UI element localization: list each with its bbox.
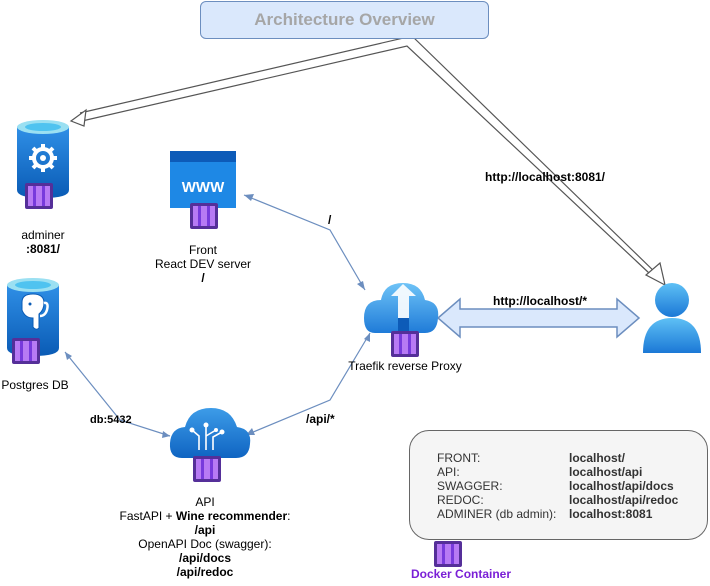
edge-label-traefik-api: /api/* [306,412,335,426]
edge-user-adminer [79,35,661,278]
front-label: Front React DEV server / [148,243,258,285]
edge-label-traefik-front: / [328,213,332,227]
api-label-stack: FastAPI + Wine recommender: [119,509,291,523]
legend-row: SWAGGER:localhost/api/docs [437,479,674,493]
legend-row: FRONT:localhost/ [437,451,626,465]
edge-traefik-front [243,194,366,291]
postgres-docker-icon [12,338,40,364]
edge-user-adminer-head-start [69,108,87,127]
legend-docker-icon [434,541,462,567]
edge-traefik-user [436,297,641,339]
api-label-name: API [195,495,215,509]
user-icon [643,283,701,353]
front-label-path: / [201,271,205,285]
edge-traefik-api [245,332,371,436]
api-label-path: /api [194,523,216,537]
front-web-icon: WWW [170,151,236,208]
edge-api-db [64,351,171,437]
front-docker-icon [190,203,218,229]
adminer-label: adminer :8081/ [0,228,86,256]
edge-user-adminer-head-end [644,261,666,287]
adminer-icon [17,120,69,198]
adminer-docker-icon [25,183,53,209]
page-title: Architecture Overview [200,1,489,39]
front-label-name: Front [188,243,217,257]
legend-row: API:localhost/api [437,465,643,479]
api-cloud-icon [169,408,251,458]
edge-label-user-adminer: http://localhost:8081/ [485,170,606,184]
svg-text:WWW: WWW [182,179,225,196]
api-docker-icon [193,456,221,482]
adminer-label-port: :8081/ [25,242,61,256]
legend-box: FRONT:localhost/ API:localhost/api SWAGG… [409,430,708,540]
api-label-doc: OpenAPI Doc (swagger): [138,537,272,551]
legend-row: ADMINER (db admin):localhost:8081 [437,507,653,521]
adminer-label-name: adminer [21,228,65,242]
edge-label-api-db: db:5432 [90,414,132,426]
legend-row: REDOC:localhost/api/redoc [437,493,679,507]
api-label-docs-path: /api/docs [178,551,231,565]
traefik-label: Traefik reverse Proxy [348,359,462,373]
postgres-label: Postgres DB [1,378,69,392]
api-label: API FastAPI + Wine recommender: /api Ope… [107,495,303,579]
edge-label-user-traefik: http://localhost/* [493,294,587,308]
front-label-desc: React DEV server [154,257,252,271]
docker-container-label: Docker Container [411,567,512,581]
api-label-redoc-path: /api/redoc [176,565,234,579]
traefik-docker-icon [391,331,419,357]
traefik-cloud-icon [364,283,439,344]
